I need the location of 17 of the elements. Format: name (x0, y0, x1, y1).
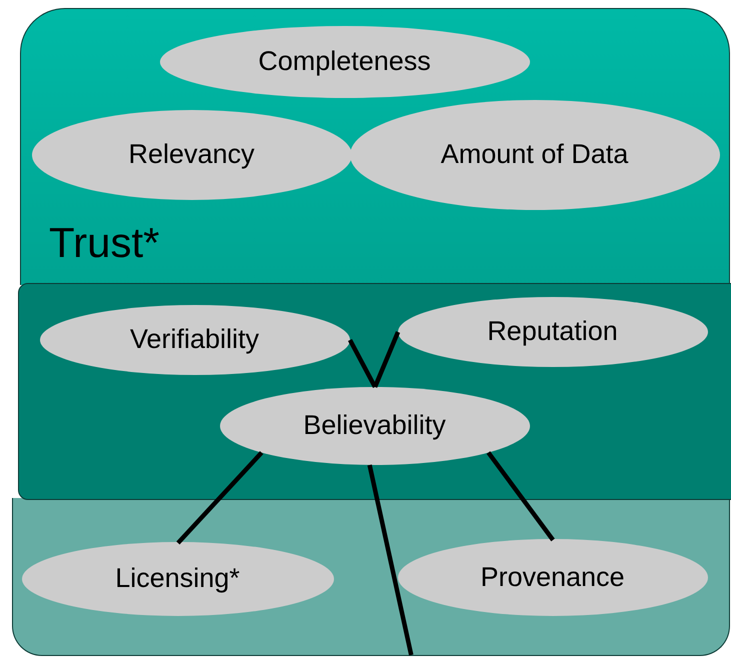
connector-line (367, 464, 414, 656)
ellipse-label: Licensing* (115, 562, 240, 596)
connector-line (348, 338, 377, 388)
region-title: Trust* (49, 219, 160, 267)
ellipse-label: Amount of Data (440, 138, 628, 172)
ellipse-label: Provenance (480, 560, 625, 594)
connector-line (176, 451, 264, 545)
trust-region (20, 8, 730, 285)
ellipse-label: Believability (303, 409, 446, 442)
overlap-band (18, 283, 731, 500)
connector-line (372, 331, 400, 388)
lower-region (12, 498, 730, 656)
ellipse-label: Relevancy (128, 138, 255, 172)
ellipse-label: Reputation (487, 315, 618, 348)
connector-line (486, 451, 555, 542)
ellipse-label: Completeness (258, 45, 431, 78)
ellipse-label: Verifiability (130, 323, 260, 356)
